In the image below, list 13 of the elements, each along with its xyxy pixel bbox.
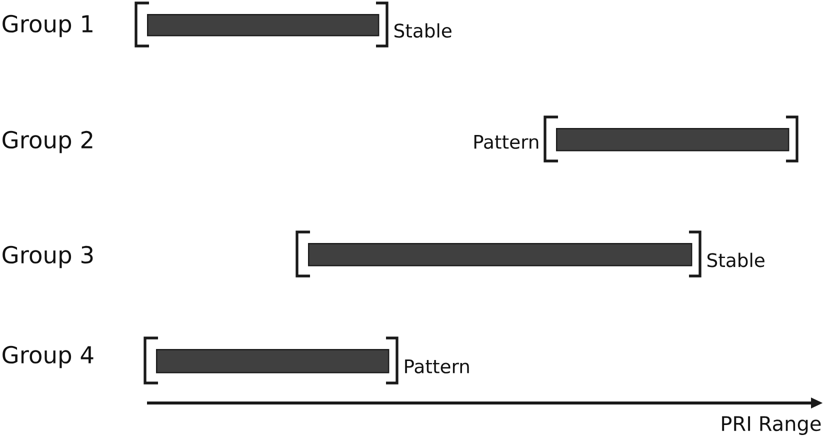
range-bar bbox=[556, 128, 790, 152]
range-bar bbox=[156, 348, 390, 374]
row-label: Group 3 bbox=[2, 246, 93, 268]
row-label: Group 2 bbox=[2, 130, 92, 154]
axis-label: PRI Range bbox=[722, 416, 821, 435]
row-label: Group 1 bbox=[2, 14, 92, 38]
range-bar bbox=[308, 243, 692, 266]
bar-label: Pattern bbox=[405, 360, 469, 374]
row-label: Group 4 bbox=[2, 346, 94, 368]
bar-label: Stable bbox=[708, 252, 764, 268]
bar-label: Stable bbox=[394, 23, 452, 38]
bar-label: Pattern bbox=[474, 135, 538, 149]
range-bar bbox=[147, 14, 380, 36]
